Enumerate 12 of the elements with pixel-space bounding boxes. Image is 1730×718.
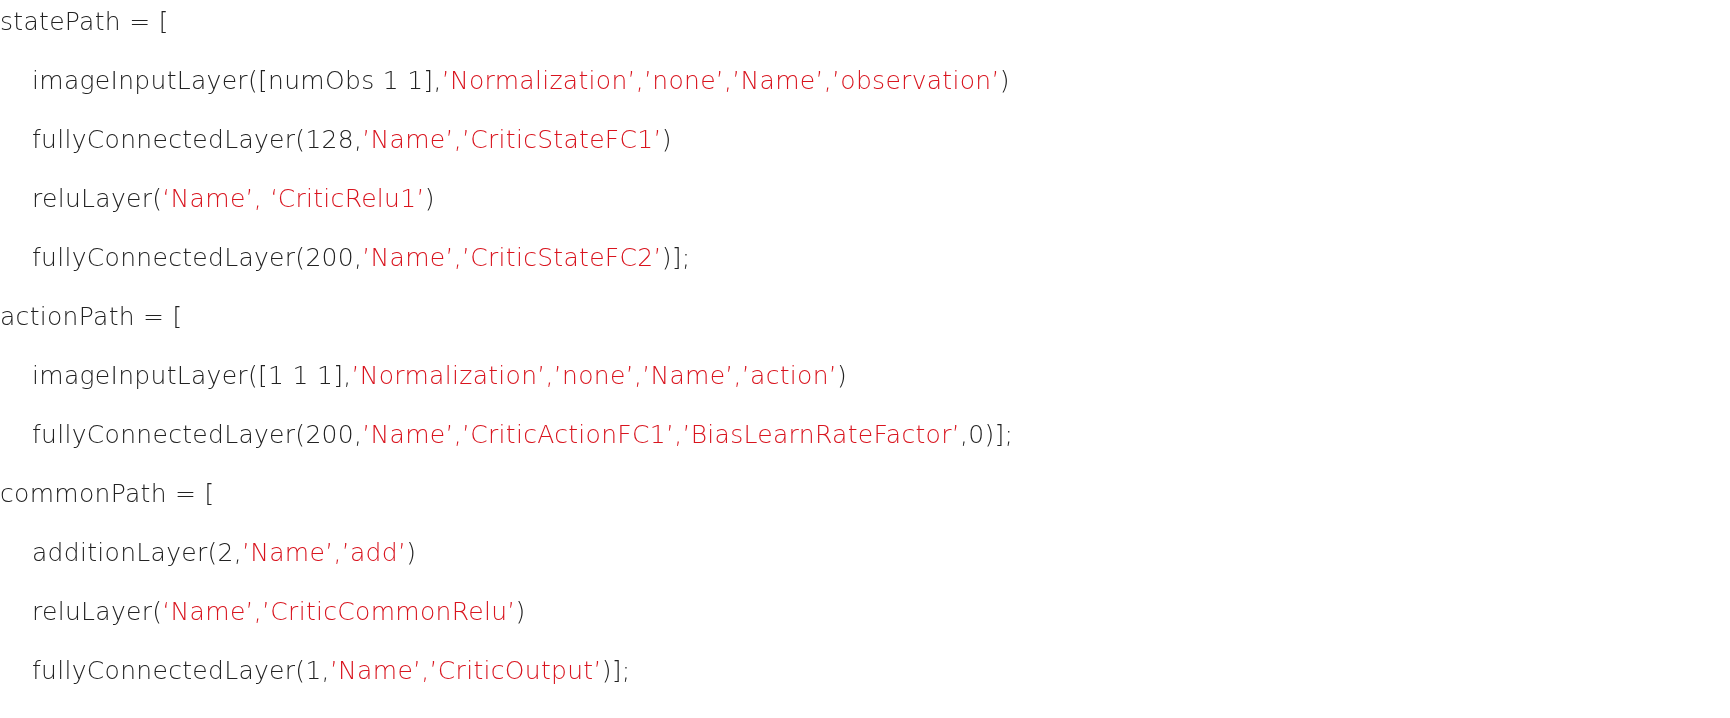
- code-line: fullyConnectedLayer(200,’Name’,’CriticStateFC2’)];: [32, 242, 691, 274]
- code-line: imageInputLayer([1 1 1],’Normalization’,’none’,’Name’,’action’): [32, 360, 848, 392]
- code-line: commonPath = [: [0, 478, 215, 510]
- code-line: reluLayer(‘Name’, ‘CriticRelu1’): [32, 183, 435, 215]
- code-line: additionLayer(2,’Name’,’add’): [32, 537, 417, 569]
- code-line: fullyConnectedLayer(128,’Name’,’CriticStateFC1’): [32, 124, 672, 156]
- code-line: imageInputLayer([numObs 1 1],’Normalization’,’none’,’Name’,’observation’): [32, 65, 1010, 97]
- code-line: fullyConnectedLayer(1,’Name’,’CriticOutput’)];: [32, 655, 631, 687]
- code-line: statePath = [: [0, 6, 169, 38]
- code-line: reluLayer(‘Name’,’CriticCommonRelu’): [32, 596, 526, 628]
- code-line: actionPath = [: [0, 301, 183, 333]
- code-line: fullyConnectedLayer(200,’Name’,’CriticActionFC1’,’BiasLearnRateFactor’,0)];: [32, 419, 1014, 451]
